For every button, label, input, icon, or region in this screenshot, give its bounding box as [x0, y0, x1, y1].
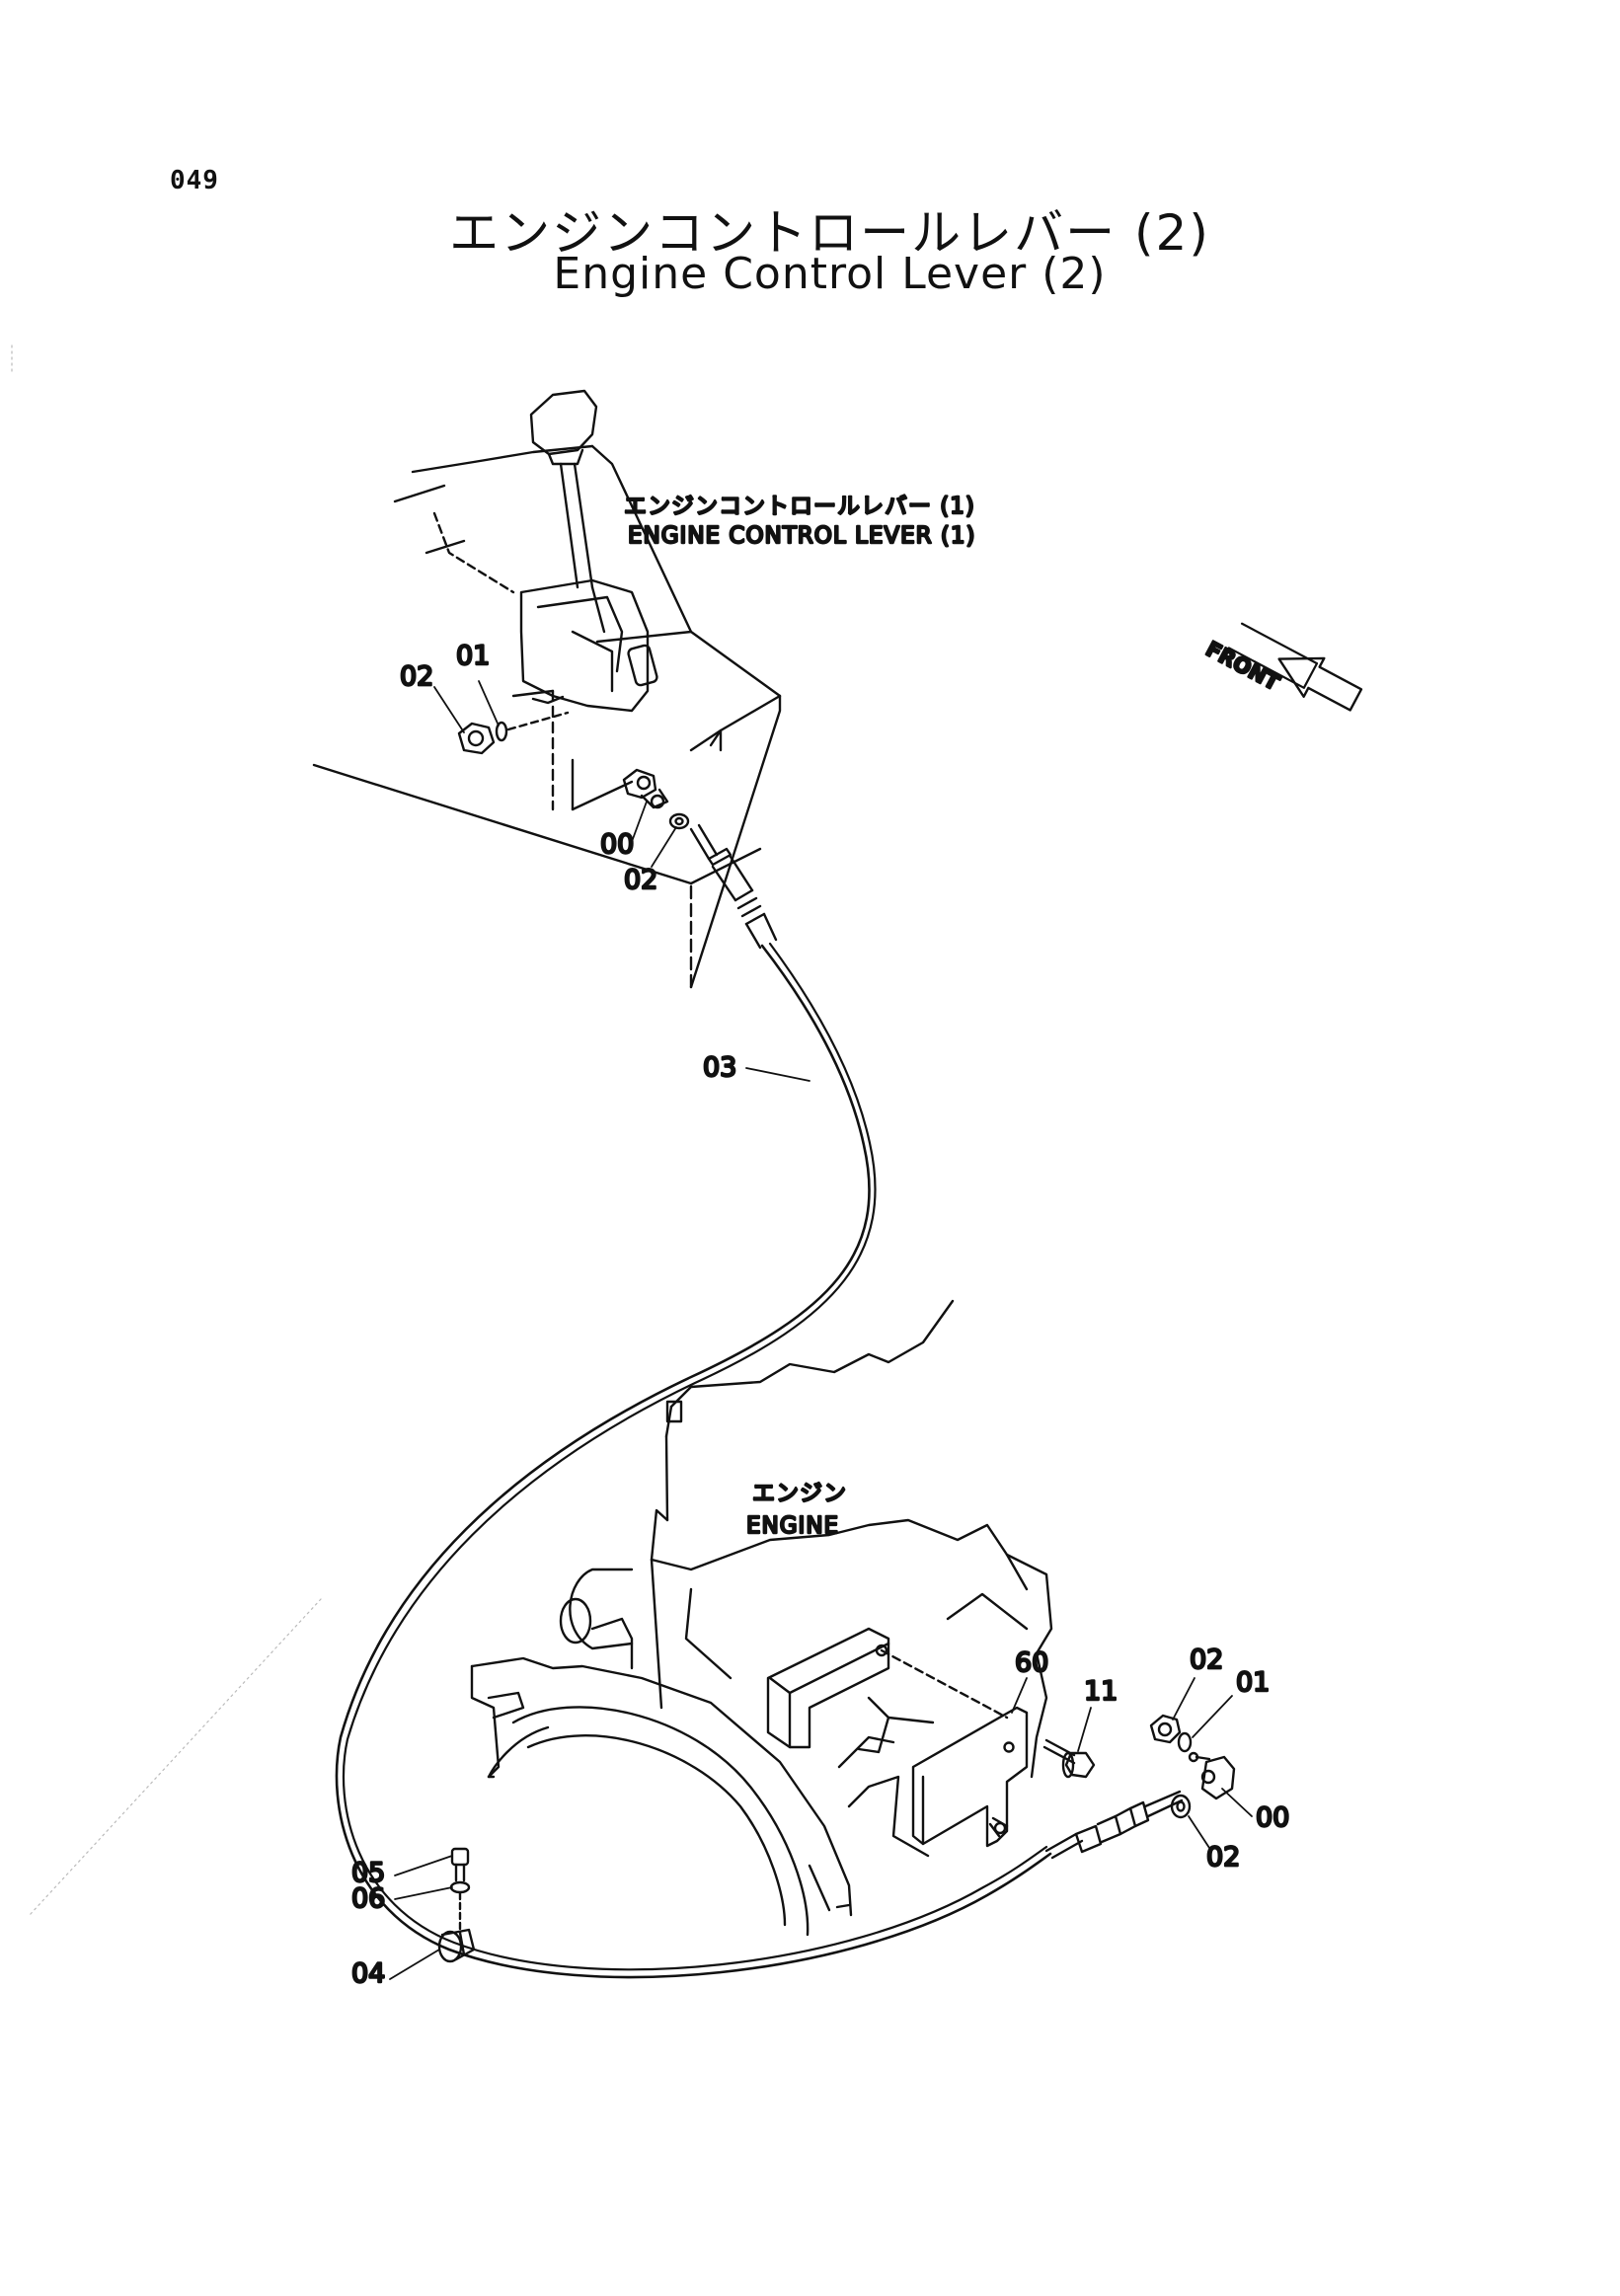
upper-lock-washer — [495, 721, 508, 742]
page-number: 049 — [170, 166, 219, 195]
note-engine-ja: エンジン — [752, 1481, 847, 1506]
note-lever-en: ENGINE CONTROL LEVER (1) — [628, 523, 976, 549]
title-english: Engine Control Lever (2) — [553, 249, 1107, 299]
front-label: FRONT — [1202, 637, 1284, 695]
upper-flat-washer — [668, 812, 690, 830]
lower-lock-washer — [1177, 1731, 1193, 1753]
callout-11-bolt: 11 — [1084, 1676, 1118, 1707]
cable-rod-end-upper — [689, 823, 778, 950]
callout-00-upper: 00 — [600, 829, 634, 860]
callout-03-cable: 03 — [703, 1052, 736, 1083]
upper-nut — [457, 722, 496, 755]
upper-ball-joint — [622, 768, 669, 809]
callout-06-washer: 06 — [351, 1883, 385, 1914]
cable-rod-end-lower — [1044, 1790, 1184, 1860]
callout-02-lower-nut: 02 — [1190, 1645, 1223, 1675]
control-cable — [335, 944, 1052, 1979]
lower-ball-joint — [1188, 1751, 1236, 1800]
clamp-bolt — [450, 1847, 470, 1882]
cable-bracket — [911, 1706, 1029, 1848]
console-body — [312, 444, 782, 989]
callout-01-lower: 01 — [1236, 1667, 1270, 1698]
callout-01-upper: 01 — [456, 641, 490, 671]
callout-04-clamp: 04 — [351, 1958, 385, 1989]
callout-00-lower: 00 — [1256, 1802, 1289, 1833]
note-lever-ja: エンジンコントロールレバー (1) — [624, 494, 975, 519]
title-japanese: エンジンコントロールレバー (2) — [449, 204, 1210, 262]
callout-05-bolt: 05 — [351, 1858, 385, 1888]
engine-body — [470, 1299, 1053, 1937]
control-lever-assembly — [511, 389, 658, 811]
cable-clamp — [437, 1928, 476, 1963]
note-engine-en: ENGINE — [746, 1513, 839, 1539]
leader-lines — [389, 680, 1253, 1980]
callout-60-bracket: 60 — [1015, 1647, 1048, 1678]
lower-flat-washer — [1170, 1794, 1192, 1819]
clamp-washer — [449, 1880, 471, 1894]
bracket-bolt — [1042, 1738, 1096, 1779]
callout-02-upper-nut: 02 — [400, 661, 433, 692]
lower-nut — [1149, 1714, 1182, 1744]
callout-02-upper-washer: 02 — [624, 865, 657, 895]
callout-02-lower-washer: 02 — [1206, 1842, 1240, 1873]
front-arrow-icon — [1227, 622, 1363, 712]
